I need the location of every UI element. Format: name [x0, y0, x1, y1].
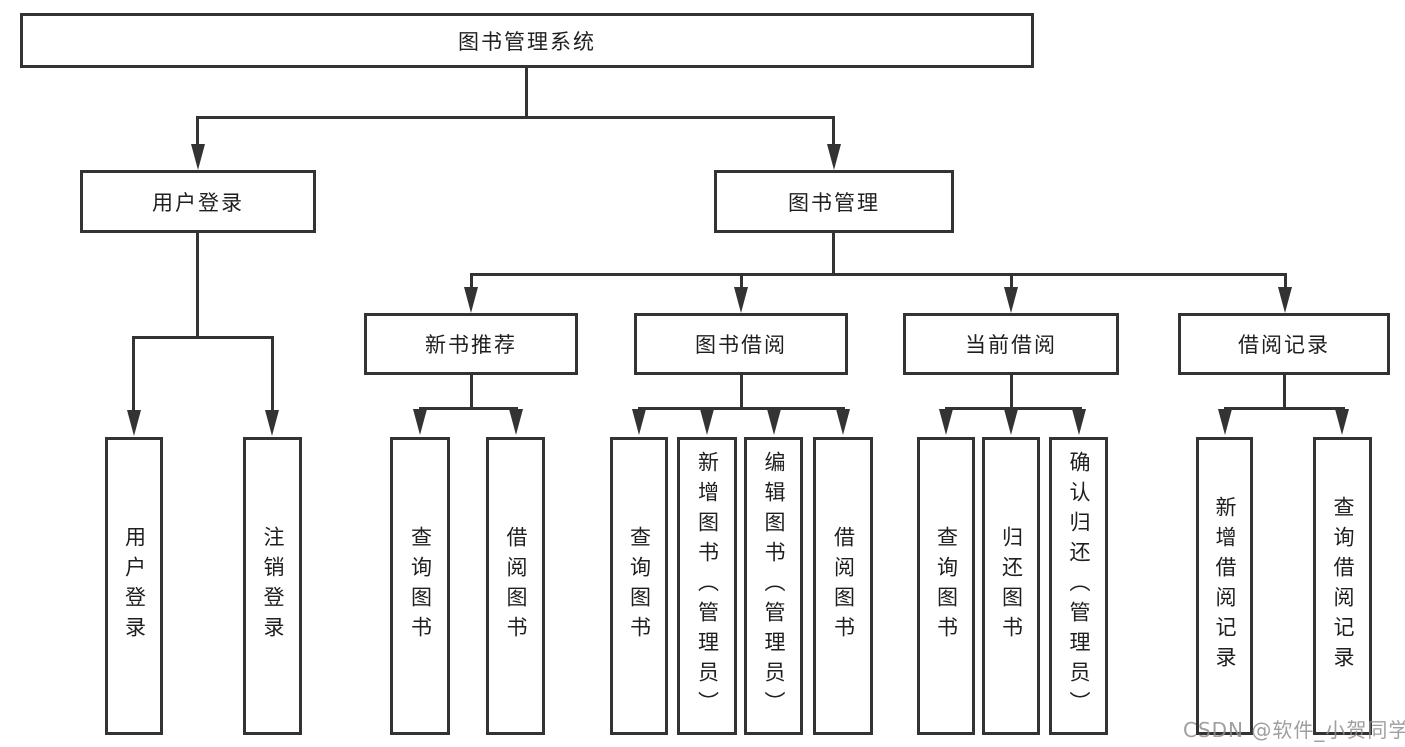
arrow-down-icon — [413, 409, 427, 435]
edge-book-mgmt-bar — [470, 273, 1287, 276]
arrow-down-icon — [767, 409, 781, 435]
edge-to-new-book-rec — [470, 273, 473, 287]
arrow-down-icon — [734, 287, 748, 313]
edge-root-bar — [196, 116, 835, 119]
edge-to-logout-leaf — [271, 336, 274, 410]
arrow-down-icon — [1218, 409, 1232, 435]
node-current-borrowing: 当前借阅 — [903, 313, 1119, 375]
arrow-down-icon — [1278, 287, 1292, 313]
leaf-query-books-recommend: 查询图书 — [390, 437, 450, 735]
leaf-user-login: 用户登录 — [105, 437, 163, 735]
edge-user-login-stem — [196, 233, 199, 336]
arrow-down-icon — [827, 144, 841, 170]
leaf-borrow-books-recommend: 借阅图书 — [486, 437, 545, 735]
edge-to-borrow-record — [1284, 273, 1287, 287]
arrow-down-icon — [464, 287, 478, 313]
leaf-edit-books-admin: 编辑图书（管理员） — [744, 437, 803, 735]
edge-borrow-bar — [638, 407, 845, 410]
arrow-down-icon — [700, 409, 714, 435]
node-user-login: 用户登录 — [80, 170, 316, 233]
arrow-down-icon — [509, 409, 523, 435]
arrow-down-icon — [265, 410, 279, 436]
arrow-down-icon — [632, 409, 646, 435]
arrow-down-icon — [836, 409, 850, 435]
leaf-query-borrow-record: 查询借阅记录 — [1313, 437, 1372, 735]
arrow-down-icon — [1072, 409, 1086, 435]
edge-record-bar — [1224, 407, 1345, 410]
edge-to-book-borrow — [740, 273, 743, 287]
leaf-logout: 注销登录 — [243, 437, 302, 735]
arrow-down-icon — [939, 409, 953, 435]
edge-root-stem — [525, 68, 528, 116]
edge-book-mgmt-stem — [832, 233, 835, 273]
edge-record-stem — [1283, 375, 1286, 407]
node-root-system: 图书管理系统 — [20, 13, 1034, 68]
edge-to-login-leaf — [132, 336, 135, 410]
edge-rec-stem — [470, 375, 473, 407]
leaf-confirm-return-admin: 确认归还（管理员） — [1049, 437, 1108, 735]
edge-to-user-login — [196, 116, 199, 144]
node-new-book-recommend: 新书推荐 — [364, 313, 578, 375]
edge-current-bar — [945, 407, 1082, 410]
node-borrowing-records: 借阅记录 — [1178, 313, 1390, 375]
edge-to-book-mgmt — [832, 116, 835, 144]
edge-borrow-stem — [740, 375, 743, 407]
leaf-query-books-current: 查询图书 — [917, 437, 975, 735]
edge-user-login-bar — [132, 336, 274, 339]
arrow-down-icon — [127, 410, 141, 436]
leaf-query-books-borrowing: 查询图书 — [610, 437, 668, 735]
edge-current-stem — [1010, 375, 1013, 407]
csdn-watermark: CSDN @软件_小贺同学 — [1183, 718, 1405, 742]
node-book-borrowing: 图书借阅 — [634, 313, 848, 375]
arrow-down-icon — [191, 144, 205, 170]
leaf-return-books: 归还图书 — [982, 437, 1040, 735]
leaf-borrow-books-borrowing: 借阅图书 — [813, 437, 873, 735]
leaf-add-books-admin: 新增图书（管理员） — [677, 437, 737, 735]
edge-to-current-borrow — [1010, 273, 1013, 287]
arrow-down-icon — [1335, 409, 1349, 435]
leaf-add-borrow-record: 新增借阅记录 — [1196, 437, 1253, 735]
edge-rec-bar — [419, 407, 518, 410]
arrow-down-icon — [1004, 409, 1018, 435]
node-book-management: 图书管理 — [714, 170, 954, 233]
arrow-down-icon — [1004, 287, 1018, 313]
